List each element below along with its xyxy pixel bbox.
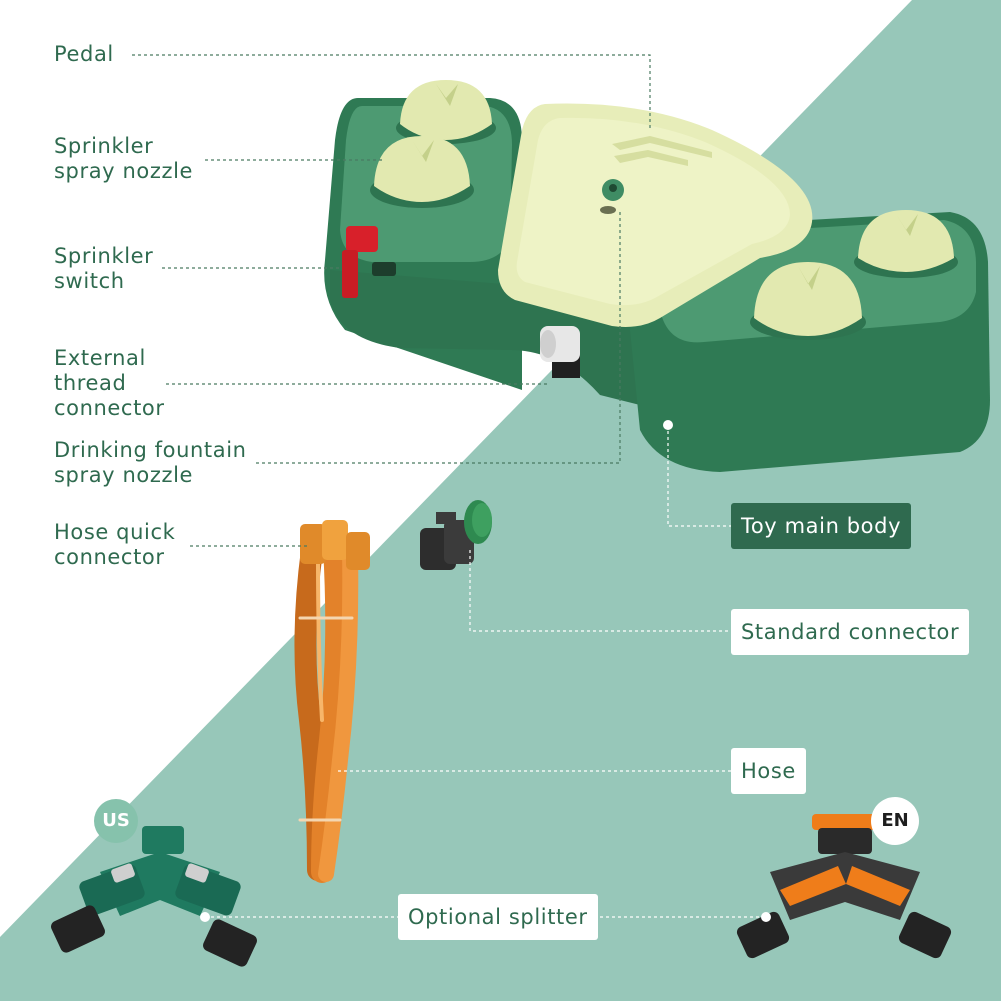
label-pedal: Pedal [54,42,114,66]
hose [294,520,370,883]
standard-connector [420,500,492,570]
label-toy-main-body: Toy main body [731,503,912,549]
label-optional-splitter: Optional splitter [398,894,598,940]
label-hose: Hose [731,748,806,794]
toy-main-body [324,80,990,472]
label-sprinkler-switch: Sprinkler switch [54,244,154,293]
leader-lines [132,54,766,918]
en-splitter [736,814,952,959]
label-drinking-fountain-spray-nozzle: Drinking fountain spray nozzle [54,438,247,487]
label-hose-quick-connector: Hose quick connector [54,520,176,569]
us-badge: US [102,810,130,831]
us-badge-circle [94,799,138,843]
us-splitter [51,826,257,967]
en-badge: EN [881,810,909,831]
pointer-dots [200,420,771,922]
label-sprinkler-spray-nozzle: Sprinkler spray nozzle [54,134,194,183]
sprinkler-domes [370,80,958,340]
sprinkler-switch [342,226,396,298]
en-badge-circle [871,797,919,845]
external-thread-connector [540,326,580,378]
label-standard-connector: Standard connector [731,609,970,655]
label-external-thread-connector: External thread connector [54,346,165,420]
